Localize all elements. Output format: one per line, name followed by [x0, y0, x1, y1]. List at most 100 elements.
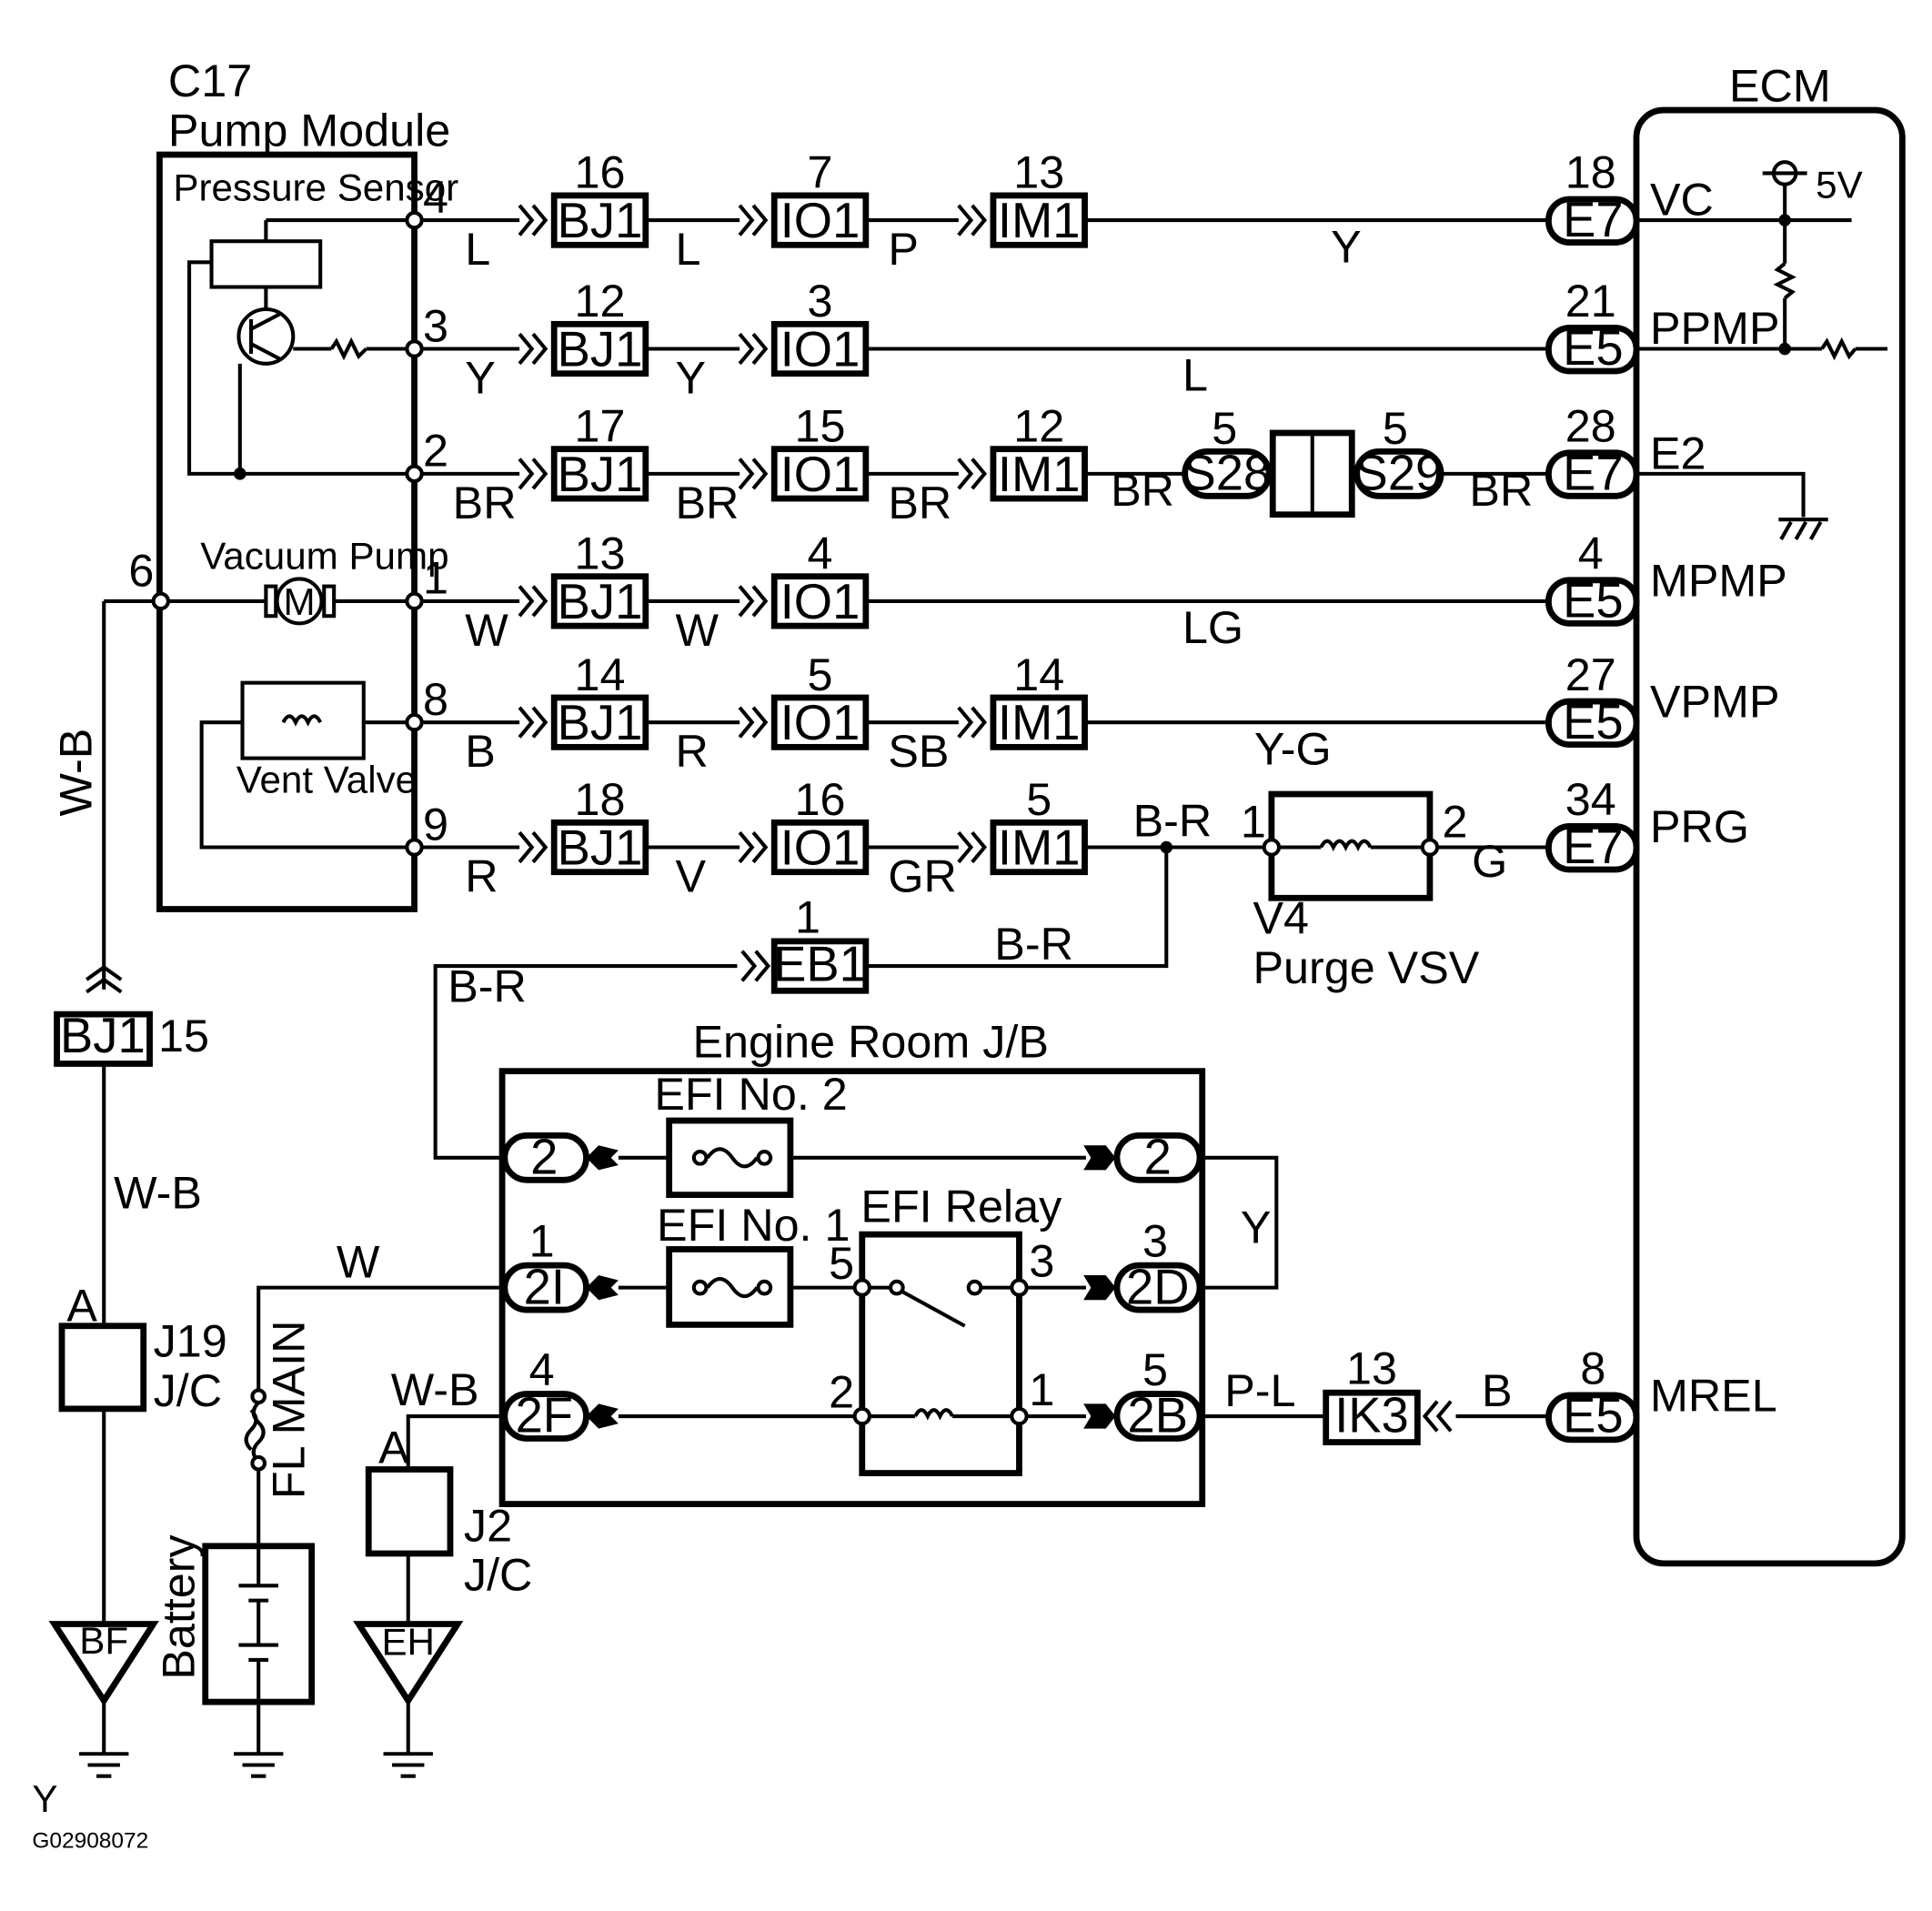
connector-io1-label: IO1	[780, 820, 860, 876]
connector-bj1-pin: 13	[575, 528, 626, 579]
connector-io1-label: IO1	[780, 322, 860, 377]
ecm-terminal-name: VPMP	[1650, 676, 1780, 728]
ecm-connector-pin: 28	[1565, 400, 1616, 452]
connector-io1	[770, 819, 870, 876]
ecm-connector-label: E7	[1563, 192, 1624, 247]
ecm-terminal-name: VC	[1650, 174, 1714, 226]
bj1-ground-label: BJ1	[60, 1008, 146, 1063]
wire-color-4: Y-G	[1254, 722, 1332, 774]
relay-pin-2: 2	[829, 1366, 854, 1418]
mrel-ecm-conn-pin: 8	[1580, 1343, 1605, 1394]
purge-vsv-pin1: 1	[1241, 796, 1266, 848]
connector-bj1-label: BJ1	[558, 574, 643, 629]
mrel-circuit	[1200, 1389, 1640, 1445]
jb-left-connector-arrow	[586, 1403, 619, 1429]
wire-color-4: LG	[1182, 601, 1243, 653]
j19-pin: A	[66, 1279, 97, 1331]
connector-bj1-label: BJ1	[558, 193, 643, 248]
eb1-wire-top: B-R	[994, 918, 1073, 970]
ecm-terminal-name: PPMP	[1650, 302, 1780, 354]
ecm-title: ECM	[1729, 60, 1831, 112]
ground-wire-lower: W-B	[114, 1167, 202, 1219]
j2-side-wiring	[353, 1413, 505, 1778]
wire-color-4: BR	[1111, 464, 1174, 516]
ecm-connector-label: E7	[1563, 446, 1624, 501]
connector-bj1	[550, 320, 649, 377]
battery-wire-w: W	[337, 1236, 380, 1288]
ecm-internal-circuit	[1636, 160, 1888, 540]
ecm-connector	[1545, 698, 1640, 749]
ecm-supply-voltage: 5V	[1816, 164, 1863, 206]
module-pin-number: 1	[423, 552, 448, 604]
connector-im1	[990, 192, 1088, 248]
mrel-wire-b: B	[1482, 1364, 1513, 1416]
ecm-connector-pin: 27	[1565, 649, 1616, 700]
connector-bj1	[550, 192, 649, 248]
connector-chevrons	[518, 458, 548, 490]
jb-right-connector-label: 2B	[1128, 1388, 1189, 1443]
jb-left-connector-arrow	[586, 1275, 619, 1301]
wire-color-2: Y	[675, 351, 706, 403]
purge-vsv-title: Purge VSV	[1253, 941, 1479, 993]
wire-color-4: Y	[1331, 220, 1362, 272]
wire-color-2: BR	[675, 477, 739, 528]
connector-chevrons	[518, 332, 548, 366]
wire-color-5: BR	[1469, 464, 1533, 516]
connector-im1-label: IM1	[998, 820, 1081, 876]
jb-right-connector-pin: 5	[1142, 1343, 1168, 1395]
connector-io1-label: IO1	[780, 193, 860, 248]
jb-left-connector-label: 2	[530, 1130, 558, 1185]
eb1-label: EB1	[773, 936, 867, 991]
pressure-sensor-label: Pressure Sensor	[173, 166, 458, 208]
mrel-terminal: MREL	[1650, 1370, 1777, 1422]
wire-color-1: B	[465, 725, 496, 777]
color-code-note: Y	[32, 1777, 57, 1820]
jb-internal-wiring	[618, 1117, 1279, 1476]
eb1-wire-left: B-R	[448, 960, 527, 1011]
connector-bj1	[550, 446, 649, 502]
jb-right-connector-arrow	[1083, 1145, 1116, 1171]
connector-im1-pin: 12	[1013, 400, 1064, 452]
ecm-terminal-name: E2	[1650, 427, 1706, 478]
wire-color-1: R	[465, 850, 498, 901]
connector-chevrons	[957, 706, 988, 739]
efi2-fuse-label: EFI No. 2	[654, 1068, 847, 1120]
connector-io1-pin: 16	[795, 773, 846, 825]
ecm-terminal-name: PRG	[1650, 800, 1749, 852]
connector-im1-label: IM1	[998, 695, 1081, 750]
module-pin-node	[405, 464, 424, 484]
vacuum-pump-label: Vacuum Pump	[200, 535, 448, 578]
j2-wire: W-B	[391, 1363, 479, 1415]
eb1-connector	[433, 938, 870, 1160]
purge-vsv	[865, 790, 1549, 969]
connector-im1-pin: 5	[1026, 773, 1052, 825]
wire-color-3: SB	[888, 725, 949, 777]
connector-im1	[990, 446, 1088, 502]
jb-left-connector-pin: 4	[529, 1343, 555, 1395]
fl-main-label: FL MAIN	[263, 1321, 315, 1500]
ecm-connector-pin: 18	[1565, 146, 1616, 198]
connector-chevrons	[738, 332, 769, 366]
wire-color-2: W	[675, 604, 719, 656]
pressure-sensor-symbol	[187, 218, 415, 480]
motor-symbol: M	[284, 580, 316, 623]
jb-left-connector-arrow	[586, 1145, 619, 1171]
connector-bj1-label: BJ1	[558, 447, 643, 502]
connector-chevrons	[518, 706, 548, 739]
wire-color-1: L	[465, 223, 490, 275]
connector-io1-label: IO1	[780, 695, 860, 750]
splice-s28-pin: 5	[1212, 402, 1237, 454]
connector-bj1-pin: 18	[575, 773, 626, 825]
module-pin-number: 9	[423, 798, 448, 850]
connector-bj1-pin: 14	[575, 649, 626, 700]
figure-id: G02908072	[32, 1829, 148, 1854]
wire-color-3: GR	[888, 850, 956, 901]
connector-bj1-label: BJ1	[558, 695, 643, 750]
connector-chevrons	[738, 458, 769, 490]
relay-pin-1: 1	[1029, 1363, 1054, 1415]
jb-right-connector-arrow	[1083, 1275, 1116, 1301]
